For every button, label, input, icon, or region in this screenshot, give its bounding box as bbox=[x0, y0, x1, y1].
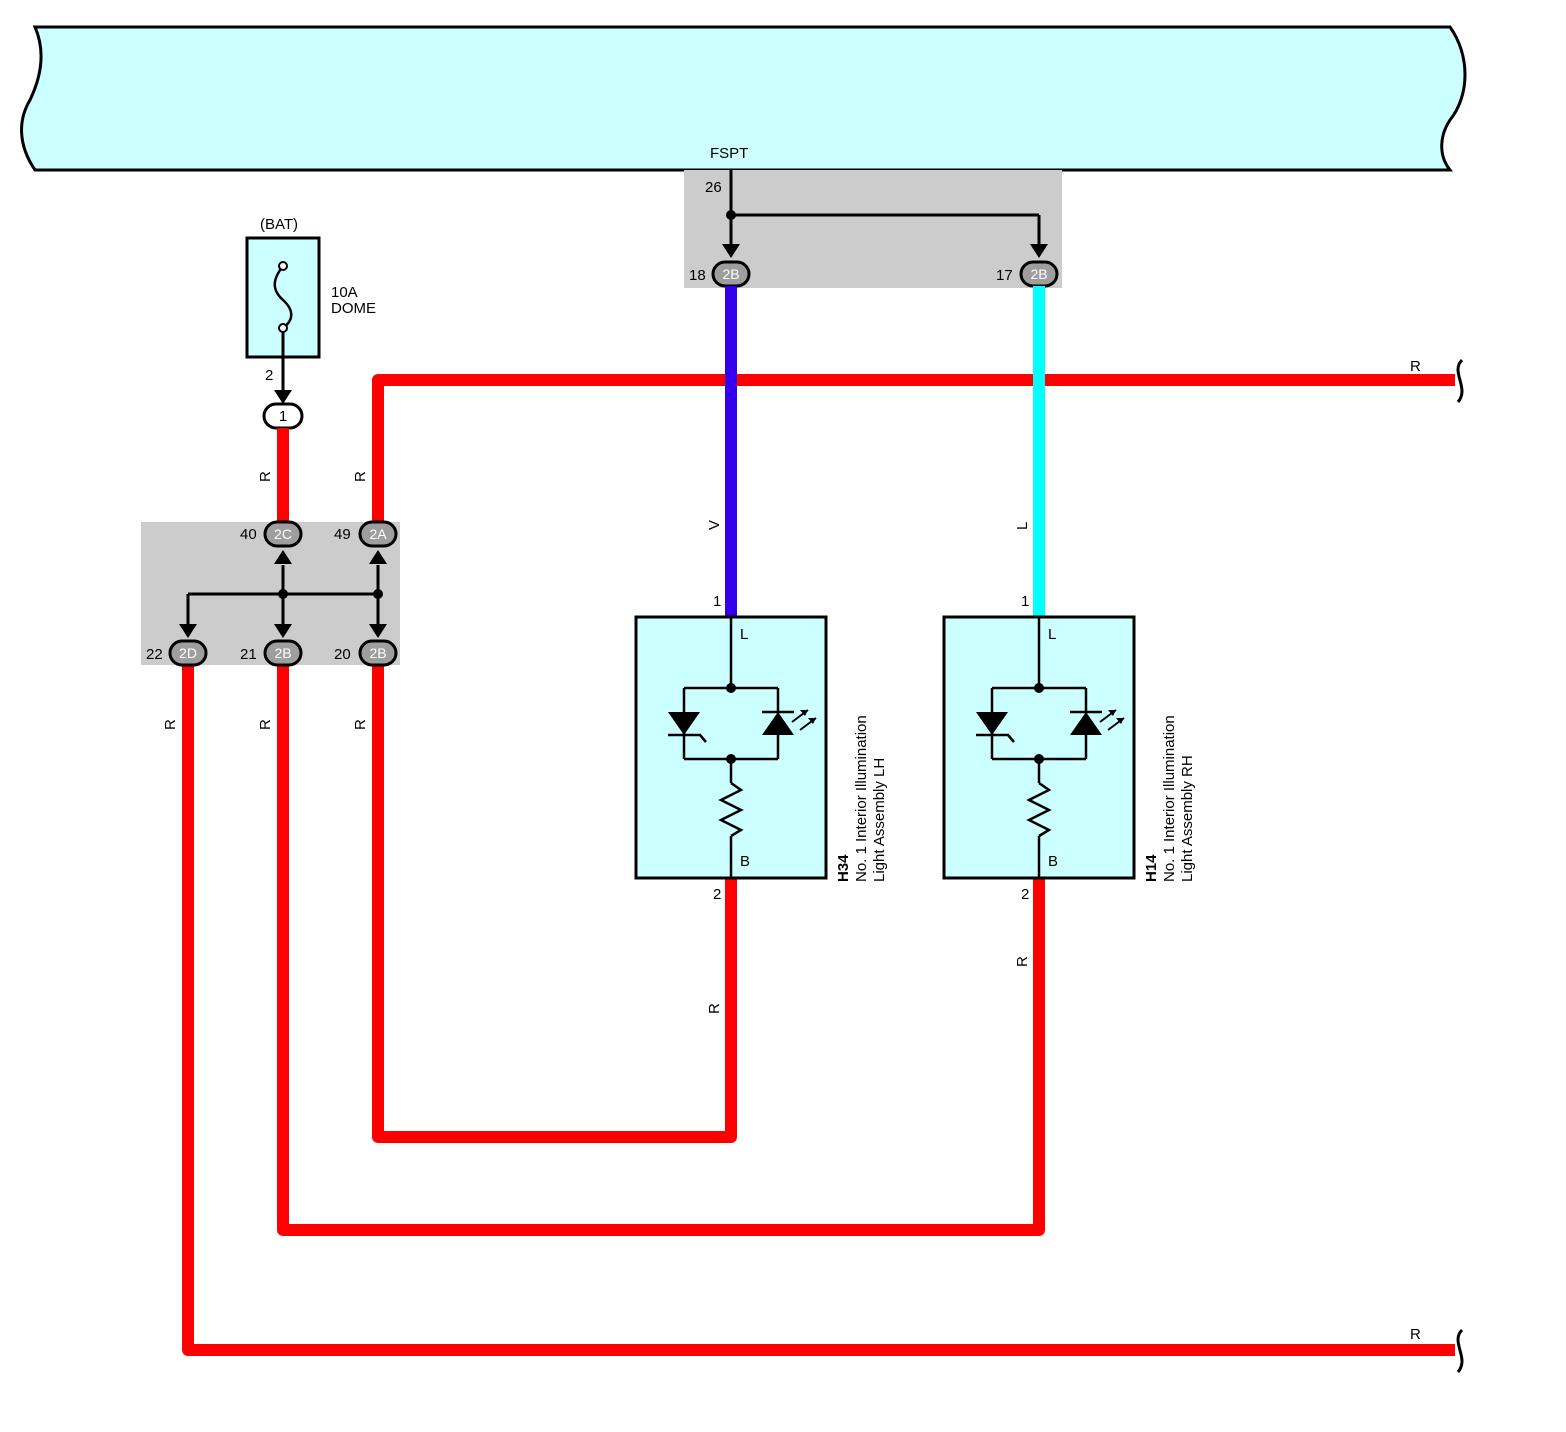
connector-21-2b: 2B bbox=[263, 639, 303, 667]
pin-40-label: 40 bbox=[240, 526, 257, 543]
h14-term-bottom: B bbox=[1048, 853, 1058, 870]
arrow-40-up-icon bbox=[274, 550, 292, 564]
svg-text:2D: 2D bbox=[179, 645, 197, 661]
h14-term-top: L bbox=[1048, 626, 1056, 643]
svg-text:2B: 2B bbox=[274, 645, 291, 661]
pin-17-label: 17 bbox=[996, 267, 1013, 284]
component-h14: L B bbox=[942, 615, 1136, 880]
connector-40-2c: 2C bbox=[263, 520, 303, 548]
h14-name-line2: Light Assembly RH bbox=[1179, 755, 1196, 882]
svg-text:2B: 2B bbox=[722, 266, 739, 282]
connector-18-2b: 2B bbox=[711, 260, 751, 288]
connector-17-2b: 2B bbox=[1019, 260, 1059, 288]
top-unit-body bbox=[20, 25, 1467, 172]
fuse-terminal-top bbox=[278, 261, 288, 271]
h34-code: H34 bbox=[835, 854, 852, 882]
pin-22-label: 22 bbox=[146, 646, 163, 663]
left-junction-node-2 bbox=[373, 589, 383, 599]
wire-label-r-fuse: R bbox=[257, 471, 274, 482]
wire-label-l: L bbox=[1014, 522, 1031, 530]
top-junction-wiring bbox=[729, 170, 1041, 245]
led-icon bbox=[762, 709, 817, 735]
component-h34: L B bbox=[634, 615, 828, 880]
connector-20-2b: 2B bbox=[358, 639, 398, 667]
arrow-17-icon bbox=[1030, 244, 1048, 258]
wire-label-r-21: R bbox=[257, 719, 274, 730]
h14-name-line1: No. 1 Interior Illumination bbox=[1161, 715, 1178, 882]
wire-label-r-h14: R bbox=[1014, 956, 1031, 967]
h34-name-line1: No. 1 Interior Illumination bbox=[853, 715, 870, 882]
fuse-pin-label: 2 bbox=[265, 367, 273, 384]
break-top-right-icon bbox=[1456, 358, 1464, 403]
red-wires bbox=[182, 374, 1455, 1356]
svg-text:2A: 2A bbox=[369, 526, 387, 542]
break-bottom-right-icon bbox=[1456, 1328, 1464, 1373]
arrow-20-icon bbox=[369, 624, 387, 638]
pin-21-label: 21 bbox=[240, 646, 257, 663]
h34-name-line2: Light Assembly LH bbox=[871, 758, 888, 882]
pin-49-label: 49 bbox=[334, 526, 351, 543]
h34-pin-bottom: 2 bbox=[713, 886, 721, 903]
h14-code: H14 bbox=[1143, 854, 1160, 882]
wire-label-r-49: R bbox=[352, 471, 369, 482]
left-junction-node-1 bbox=[278, 589, 288, 599]
top-junction-node bbox=[726, 210, 736, 220]
arrow-fuse-icon bbox=[274, 390, 292, 404]
wire-label-r-bottom-right: R bbox=[1410, 1326, 1421, 1343]
led-icon bbox=[1070, 709, 1125, 735]
pin-18-label: 18 bbox=[689, 267, 706, 284]
fuse-name: DOME bbox=[331, 300, 376, 317]
connector-22-2d: 2D bbox=[168, 639, 208, 667]
wire-label-r-22: R bbox=[162, 719, 179, 730]
arrow-21-icon bbox=[274, 624, 292, 638]
fuse-terminal-bottom bbox=[278, 323, 288, 333]
wire-label-v: V bbox=[706, 520, 723, 530]
h34-term-bottom: B bbox=[740, 853, 750, 870]
svg-text:2B: 2B bbox=[1030, 266, 1047, 282]
arrow-49-up-icon bbox=[369, 550, 387, 564]
arrow-18-icon bbox=[722, 244, 740, 258]
svg-text:1: 1 bbox=[279, 408, 287, 425]
fuse-rating: 10A bbox=[331, 284, 358, 301]
pin-20-label: 20 bbox=[334, 646, 351, 663]
wire-label-r-20: R bbox=[352, 719, 369, 730]
connector-fuse-1: 1 bbox=[262, 402, 304, 430]
wire-label-r-top-right: R bbox=[1410, 358, 1421, 375]
arrow-22-icon bbox=[179, 624, 197, 638]
fuse-icon bbox=[273, 265, 293, 330]
h34-term-top: L bbox=[740, 626, 748, 643]
zener-diode-icon bbox=[668, 712, 707, 743]
h14-pin-top: 1 bbox=[1021, 593, 1029, 610]
connector-49-2a: 2A bbox=[358, 520, 398, 548]
zener-diode-icon bbox=[976, 712, 1015, 743]
svg-text:2C: 2C bbox=[274, 526, 292, 542]
svg-text:2B: 2B bbox=[369, 645, 386, 661]
fspt-label: FSPT bbox=[710, 145, 748, 162]
h34-pin-top: 1 bbox=[713, 593, 721, 610]
pin-26-label: 26 bbox=[705, 179, 722, 196]
h14-pin-bottom: 2 bbox=[1021, 886, 1029, 903]
wire-label-r-h34: R bbox=[706, 1003, 723, 1014]
bat-label: (BAT) bbox=[260, 216, 298, 233]
